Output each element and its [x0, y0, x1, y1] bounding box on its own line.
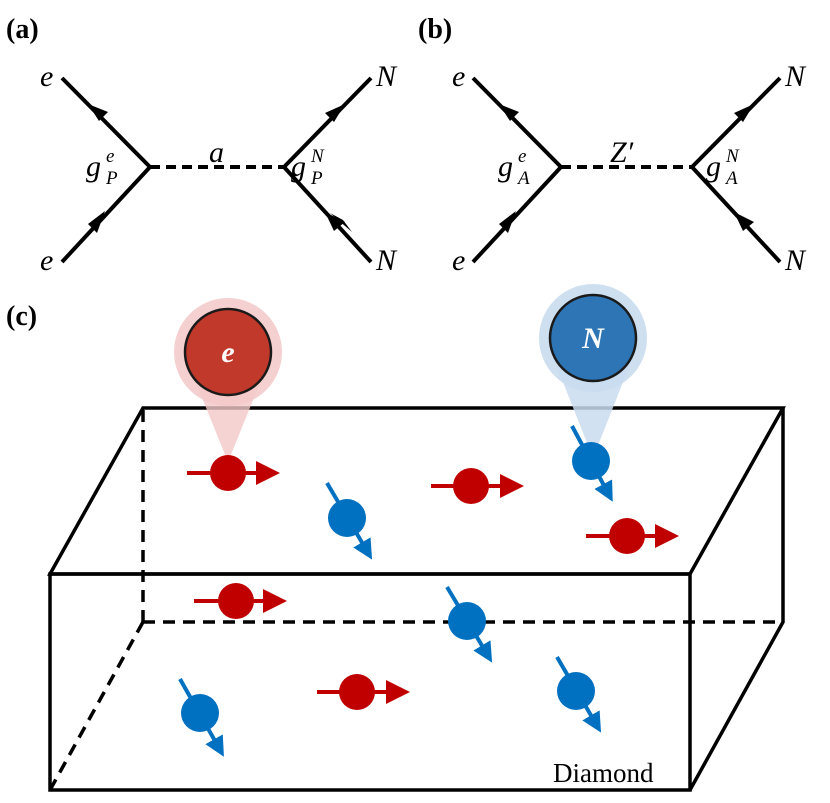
coupling-left: g e A: [498, 146, 530, 189]
electron-spin: [187, 455, 280, 491]
electron-spin: [431, 468, 524, 504]
nucleus-out-line: [282, 76, 373, 169]
electron-in-line: [60, 165, 152, 264]
svg-text:N: N: [310, 146, 325, 167]
external-e-top: e: [452, 60, 465, 93]
electron-spin: [586, 518, 679, 554]
arrow-head-icon: [499, 104, 519, 121]
marker-circle: [183, 307, 273, 397]
svg-text:e: e: [106, 146, 114, 167]
external-n-bottom: N: [784, 244, 807, 277]
nucleus-spin: [178, 678, 224, 757]
marker-circle: [548, 293, 638, 383]
nucleus-out-line: [690, 76, 782, 169]
electron-spin: [317, 674, 410, 710]
arrow-head-icon: [325, 212, 345, 231]
nucleus-spin: [570, 425, 613, 502]
marker-text: e: [221, 336, 234, 369]
arrow-head-icon: [499, 211, 516, 233]
panel-b: (b) e e N N Z′ g e A g N A: [418, 14, 807, 277]
hidden-edge: [48, 621, 145, 791]
svg-text:A: A: [724, 168, 738, 189]
external-n-top: N: [375, 60, 398, 93]
arrow-head-icon: [734, 212, 754, 231]
svg-text:e: e: [518, 146, 526, 167]
box-front-face: [48, 572, 692, 792]
coupling-right: g N A: [706, 146, 740, 189]
electron-out-line: [471, 76, 563, 169]
box-caption: Diamond: [553, 758, 654, 788]
mediator-label: Z′: [610, 136, 634, 169]
coupling-right: g N P: [291, 146, 325, 189]
nucleus-spin: [555, 655, 602, 733]
external-e-bottom: e: [40, 244, 53, 277]
arrow-head-icon: [88, 104, 108, 121]
panel-b-label: (b): [418, 14, 452, 45]
box-top-face: [47, 406, 786, 576]
svg-text:P: P: [105, 168, 118, 189]
electron-out-line: [60, 76, 152, 169]
panel-a: (a) e e N N a g e P g N P: [6, 14, 398, 277]
nucleus-spin: [325, 481, 373, 560]
nucleus-spin: [445, 585, 493, 663]
marker-text: N: [581, 322, 605, 355]
external-n-bottom: N: [375, 244, 398, 277]
panel-c-label: (c): [6, 301, 37, 332]
arrow-head-icon: [88, 211, 105, 233]
svg-text:g: g: [706, 150, 721, 183]
arrow-head-icon: [734, 104, 754, 122]
svg-text:P: P: [310, 168, 323, 189]
mediator-label: a: [209, 136, 224, 169]
panel-a-label: (a): [6, 14, 39, 45]
svg-text:g: g: [86, 150, 101, 183]
external-e-bottom: e: [452, 244, 465, 277]
svg-text:g: g: [498, 150, 513, 183]
svg-text:A: A: [516, 168, 530, 189]
panel-c: (c) Diamond e N: [6, 284, 786, 792]
electron-in-line: [471, 165, 563, 264]
svg-text:g: g: [291, 150, 306, 183]
nucleus-marker: N: [539, 284, 647, 458]
external-e-top: e: [40, 60, 53, 93]
box-right-edge: [688, 408, 785, 791]
coupling-left: g e P: [86, 146, 118, 189]
svg-text:N: N: [725, 146, 740, 167]
external-n-top: N: [784, 60, 807, 93]
electron-spin: [194, 583, 287, 619]
arrow-head-icon: [325, 104, 345, 122]
electron-marker: e: [174, 298, 282, 462]
